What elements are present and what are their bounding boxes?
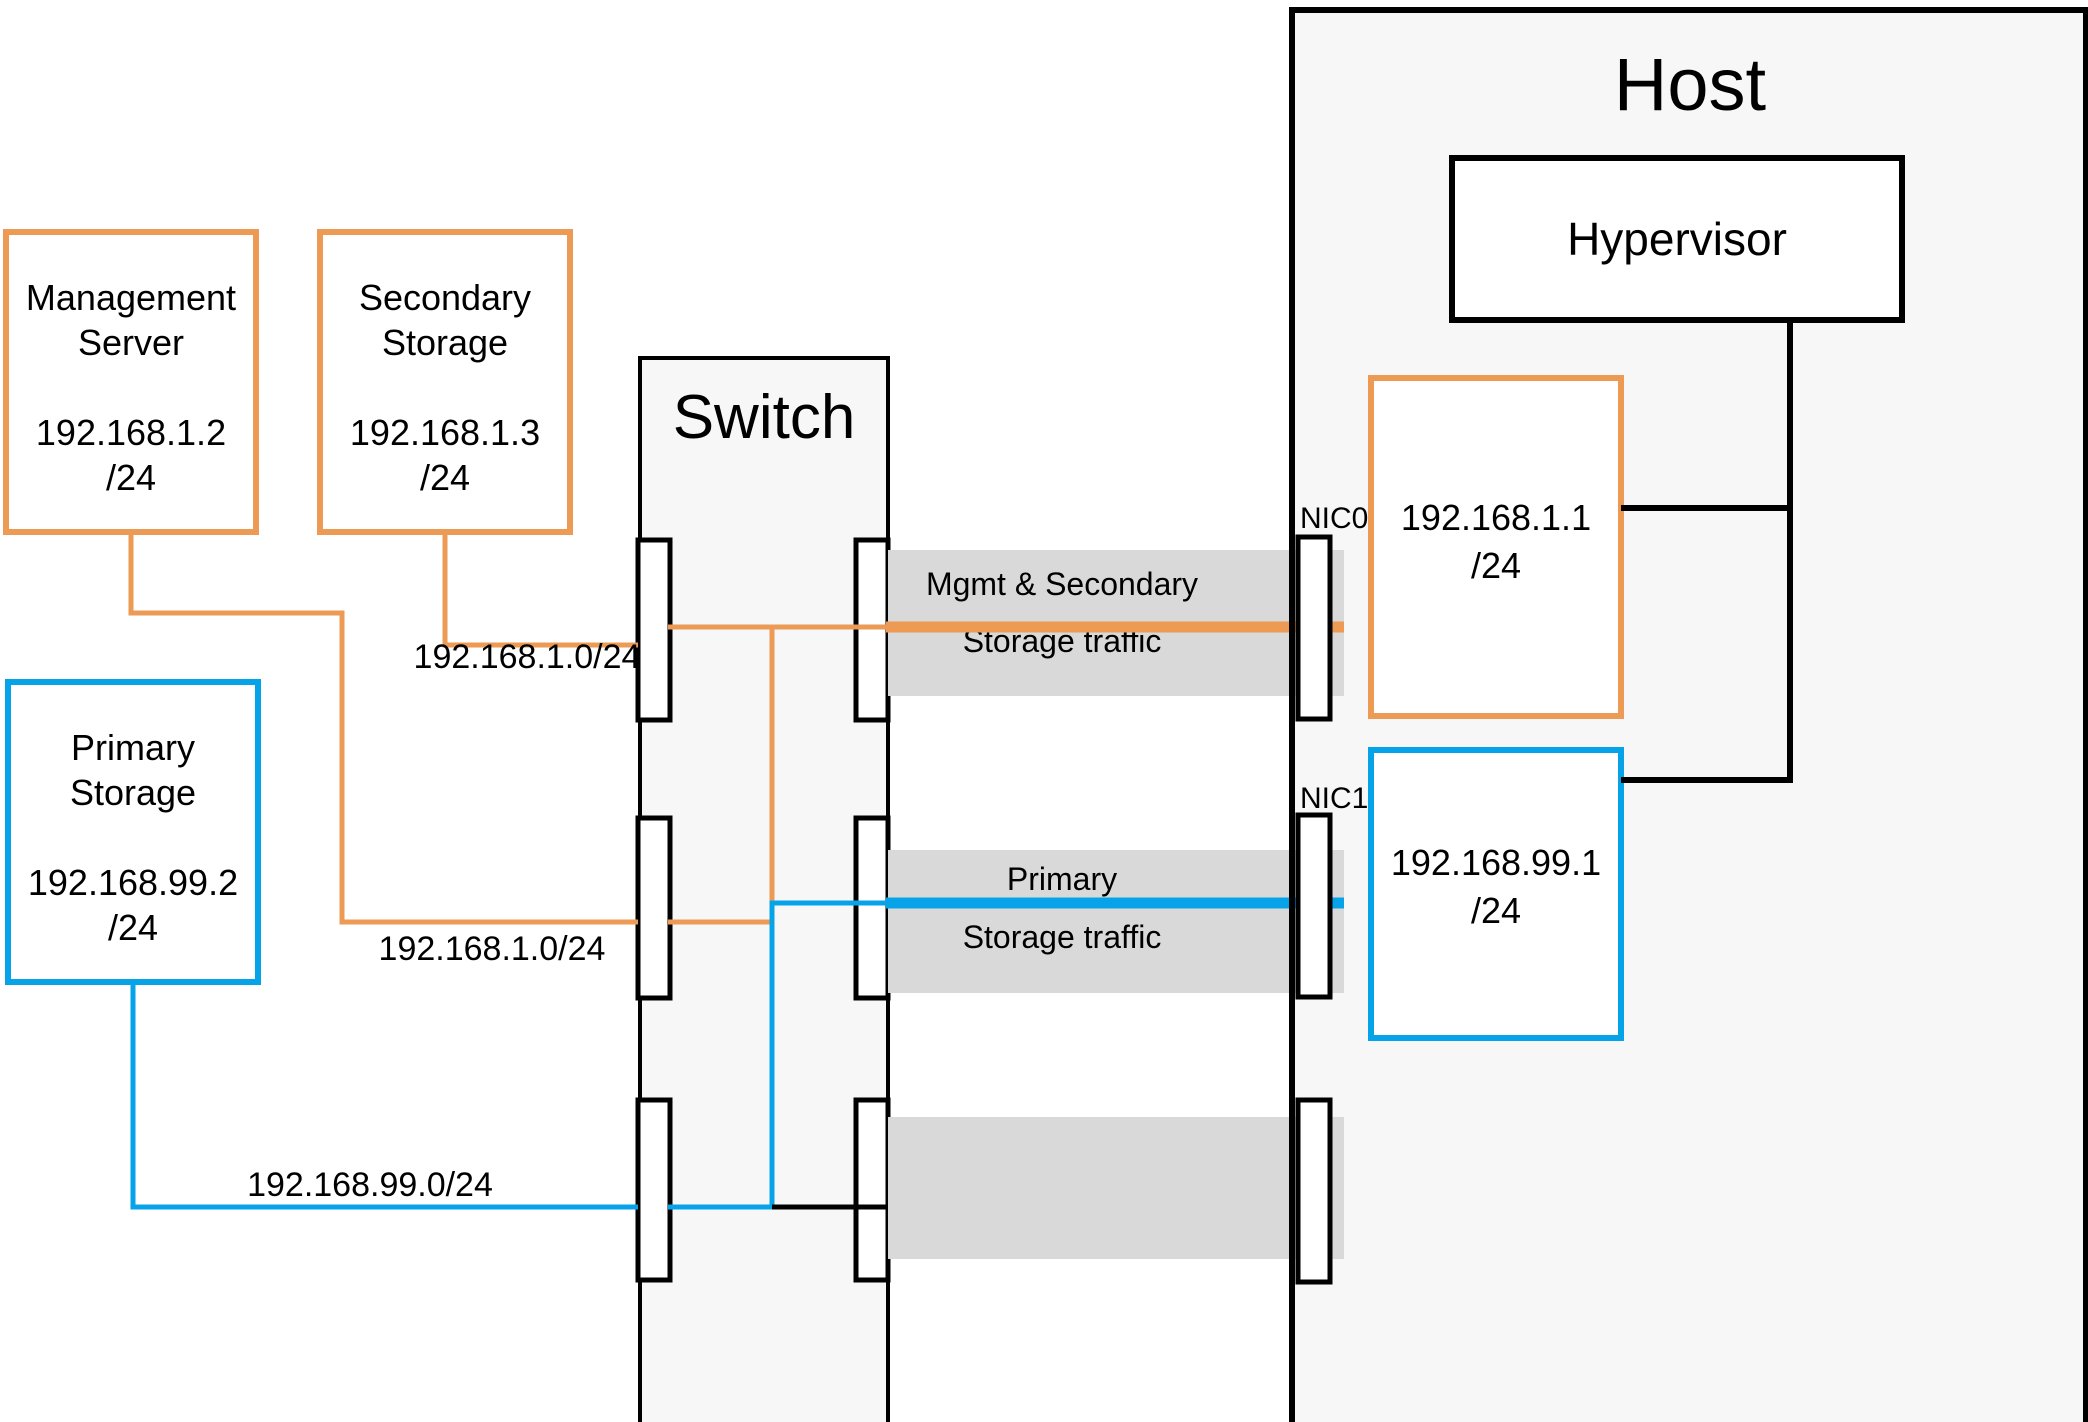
switch-node[interactable]: Switch (638, 356, 890, 1422)
primary-storage-body (5, 679, 261, 985)
switch-body (638, 356, 890, 1422)
link-secondary-storage-to-switch (442, 532, 638, 648)
switch-port-right-1[interactable] (853, 537, 891, 723)
management-server-body (3, 229, 259, 535)
secondary-storage-ip-line2: /24 (420, 457, 470, 498)
switch-port-left-2[interactable] (635, 815, 673, 1001)
nic0-address-node[interactable]: 192.168.1.1 /24 (1368, 375, 1624, 719)
link-hypervisor-to-nic1 (1621, 508, 1793, 783)
switch-internal-blue-trunk (668, 900, 886, 1210)
host-nic-spare[interactable] (1295, 1097, 1333, 1285)
hypervisor-node[interactable]: Hypervisor (1449, 155, 1905, 323)
management-server-ip-line1: 192.168.1.2 (36, 412, 226, 453)
management-server-name-line2: Server (78, 322, 184, 363)
nic0-ip-line1: 192.168.1.1 (1401, 497, 1591, 538)
primary-storage-name-line1: Primary (71, 727, 195, 768)
host-nic1[interactable]: NIC1 (1295, 782, 1368, 1000)
switch-right-ports[interactable] (853, 537, 891, 1283)
management-server-node[interactable]: Management Server 192.168.1.2 /24 (3, 229, 259, 535)
switch-port-right-2[interactable] (853, 815, 891, 1001)
nic1-ip-line2: /24 (1471, 890, 1521, 931)
nic1-address-body (1368, 747, 1624, 1041)
primary-storage-ip-line1: 192.168.99.2 (28, 862, 238, 903)
management-server-ip-line2: /24 (106, 457, 156, 498)
secondary-storage-ip-line1: 192.168.1.3 (350, 412, 540, 453)
nic1-address-node[interactable]: 192.168.99.1 /24 (1368, 747, 1624, 1041)
secondary-storage-node[interactable]: Secondary Storage 192.168.1.3 /24 (317, 229, 573, 535)
nic0-label: NIC0 (1300, 502, 1368, 535)
nic1-port[interactable] (1295, 812, 1333, 1000)
primary-storage-name-line2: Storage (70, 772, 196, 813)
nic0-port[interactable] (1295, 534, 1333, 722)
band-primary-line2: Storage traffic (963, 919, 1162, 955)
switch-left-ports[interactable] (635, 537, 673, 1283)
secondary-storage-name-line2: Storage (382, 322, 508, 363)
link-primary-storage-to-switch (130, 982, 638, 1210)
management-server-name-line1: Management (26, 277, 236, 318)
nic0-address-body (1368, 375, 1624, 719)
link-management-server-to-switch (128, 532, 638, 925)
network-label-mgmt-lower: 192.168.1.0/24 (379, 930, 606, 968)
host-nic0[interactable]: NIC0 (1295, 502, 1368, 722)
switch-port-left-1[interactable] (635, 537, 673, 723)
network-label-mgmt-upper: 192.168.1.0/24 (414, 638, 641, 676)
switch-port-right-3[interactable] (853, 1097, 891, 1283)
traffic-band-primary (888, 850, 1292, 993)
network-label-storage: 192.168.99.0/24 (247, 1166, 493, 1204)
band-primary-line1: Primary (1007, 861, 1117, 897)
band-mgmt-line1: Mgmt & Secondary (926, 566, 1198, 602)
switch-port-left-3[interactable] (635, 1097, 673, 1283)
nic1-label: NIC1 (1300, 782, 1368, 815)
nic0-ip-line2: /24 (1471, 545, 1521, 586)
traffic-band-primary-text: Primary Storage traffic (963, 861, 1162, 955)
primary-storage-ip-line2: /24 (108, 907, 158, 948)
secondary-storage-name-line1: Secondary (359, 277, 531, 318)
host-label: Host (1614, 43, 1767, 126)
switch-label: Switch (673, 383, 856, 452)
nic1-ip-line1: 192.168.99.1 (1391, 842, 1601, 883)
nic-spare-port[interactable] (1295, 1097, 1333, 1285)
traffic-band-third (888, 1117, 1292, 1259)
secondary-storage-body (317, 229, 573, 535)
primary-storage-node[interactable]: Primary Storage 192.168.99.2 /24 (5, 679, 261, 985)
hypervisor-body (1449, 155, 1905, 323)
hypervisor-label: Hypervisor (1567, 213, 1787, 265)
